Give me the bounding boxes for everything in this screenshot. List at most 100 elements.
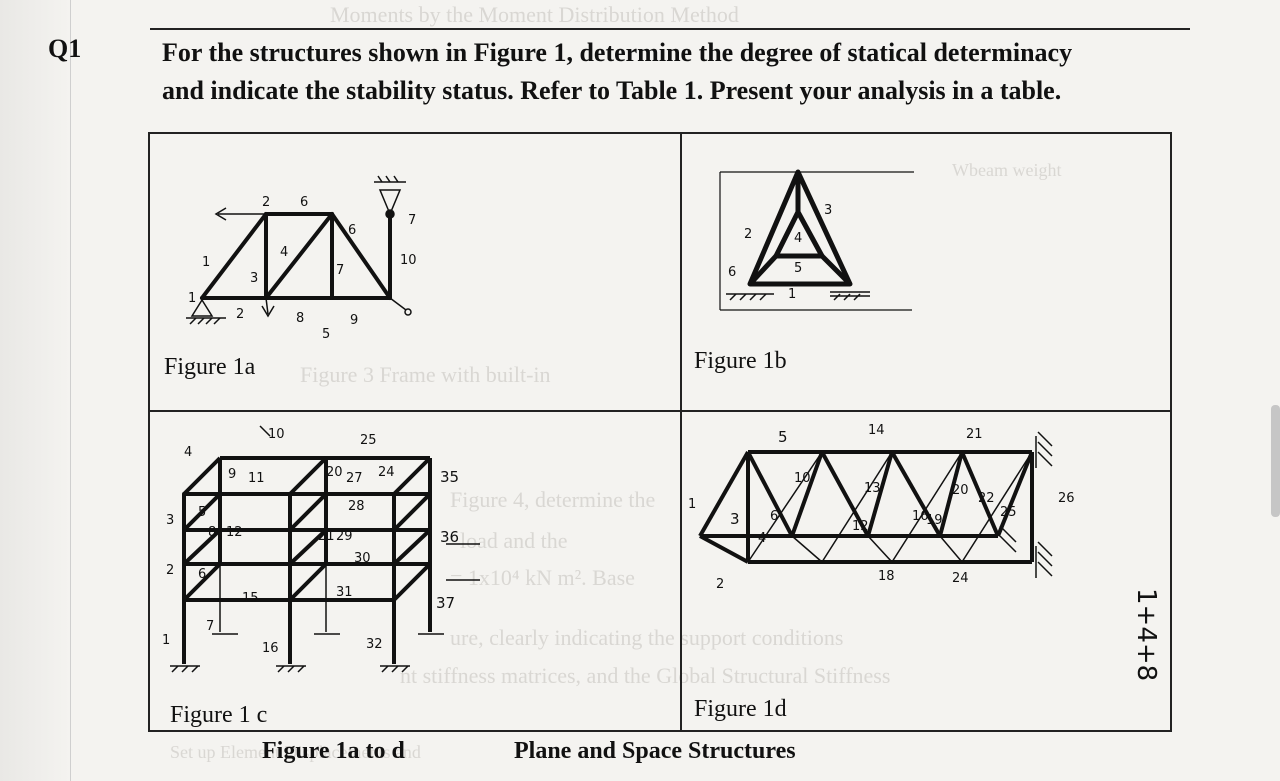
scrollbar-thumb[interactable] — [1271, 405, 1280, 517]
fig1a-number-2: 2 — [236, 307, 244, 322]
fig1d-number-24: 24 — [952, 571, 969, 586]
figure-1c-label: Figure 1 c — [170, 702, 268, 728]
fig1c-number-12: 12 — [226, 525, 243, 540]
fig1a-number-1: 1 — [202, 255, 210, 270]
fig1d-number-10: 10 — [794, 471, 811, 486]
fig1c-number-21: 21 — [318, 529, 335, 544]
fig1c-number-16: 16 — [262, 641, 279, 656]
margin-line — [70, 0, 71, 781]
figure-1a-cell: 1 2 3 4 5 6 7 8 9 10 1 2 6 7 Figure 1a — [150, 134, 680, 410]
fig1c-number-31: 31 — [336, 585, 353, 600]
fig1d-number-2: 2 — [716, 577, 724, 592]
fig1c-number-2: 2 — [166, 563, 174, 578]
fig1c-number-28: 28 — [348, 499, 365, 514]
fig1c-number-7: 7 — [206, 619, 214, 634]
fig1c-number-10: 10 — [268, 427, 285, 442]
fig1b-number-6: 6 — [728, 265, 736, 280]
fig1a-node-1: 1 — [188, 291, 196, 306]
figure-1d-space-truss: 1 2 3 4 5 6 10 12 13 14 16 18 19 20 21 2… — [688, 423, 1075, 592]
figure-1a-label: Figure 1a — [164, 354, 256, 380]
fig1d-number-12: 12 — [852, 519, 869, 534]
fig1d-number-18: 18 — [878, 569, 895, 584]
fig1b-number-3: 3 — [824, 203, 832, 218]
figure-1b-label: Figure 1b — [694, 348, 787, 374]
side-note-text: 1+4+8 — [1131, 588, 1161, 681]
fig1a-number-4: 4 — [280, 245, 288, 260]
fig1d-number-1: 1 — [688, 497, 696, 512]
page-shadow-edge — [0, 0, 70, 781]
fig1c-number-25: 25 — [360, 433, 377, 448]
figure-1b-cell: 1 2 3 4 5 6 Figure 1b — [682, 134, 1172, 410]
fig1c-number-35: 35 — [440, 468, 459, 486]
show-through-text-a: load and the — [460, 528, 568, 553]
show-through-text-c: ure, clearly indicating the support cond… — [450, 625, 844, 650]
fig1d-number-3: 3 — [730, 510, 740, 528]
fig1d-number-20: 20 — [952, 483, 969, 498]
fig1c-number-37: 37 — [436, 594, 455, 612]
figure-caption-number: Figure 1a to d — [262, 738, 405, 764]
fig1d-number-6: 6 — [770, 509, 778, 524]
fig1b-number-2: 2 — [744, 227, 752, 242]
fig1c-number-27: 27 — [346, 471, 363, 486]
handwritten-side-note: 1+4+8 — [1098, 588, 1218, 728]
fig1c-number-8: 8 — [208, 525, 216, 540]
fig1d-number-5: 5 — [778, 428, 788, 446]
figure-caption-title: Plane and Space Structures — [514, 738, 796, 764]
fig1d-number-19: 19 — [926, 513, 943, 528]
fig1a-node-6: 6 — [300, 195, 308, 210]
fig1a-number-10: 10 — [400, 253, 417, 268]
fig1c-number-24: 24 — [378, 465, 395, 480]
fig1d-number-13: 13 — [864, 481, 881, 496]
show-through-text-b: = 1x10⁴ kN m². Base — [450, 565, 635, 590]
fig1a-number-3: 3 — [250, 271, 258, 286]
question-line-1: For the structures shown in Figure 1, de… — [162, 38, 1073, 67]
show-through-text-wb: Wbeam weight — [952, 160, 1062, 180]
fig1a-number-9: 9 — [350, 313, 358, 328]
fig1a-number-7: 7 — [336, 263, 344, 278]
show-through-text-d: nt stiffness matrices, and the Global St… — [400, 663, 891, 688]
fig1c-number-15: 15 — [242, 591, 259, 606]
figure-1b-truss: 1 2 3 4 5 6 — [719, 169, 914, 311]
show-through-text-e: Set up Element Displacements and — [170, 742, 421, 762]
fig1c-number-20: 20 — [326, 465, 343, 480]
fig1d-number-21: 21 — [966, 427, 983, 442]
fig1c-number-1: 1 — [162, 633, 170, 648]
fig1c-number-32: 32 — [366, 637, 383, 652]
fig1c-number-11: 11 — [248, 471, 265, 486]
question-line-2: and indicate the stability status. Refer… — [162, 76, 1062, 105]
fig1a-number-8: 8 — [296, 311, 304, 326]
table-horizontal-divider — [150, 410, 1170, 412]
question-number: Q1 — [48, 34, 82, 63]
fig1d-number-4: 4 — [758, 531, 766, 546]
figure-1a-truss: 1 2 3 4 5 6 7 8 9 10 1 2 6 7 — [186, 175, 417, 342]
show-through-text-q4: Figure 4, determine the — [450, 487, 656, 512]
figure-1c-cell: 1 2 3 4 5 6 7 8 9 10 11 12 15 16 20 21 2… — [150, 412, 680, 732]
fig1d-number-26: 26 — [1058, 491, 1075, 506]
figure-1d-cell: 1 2 3 4 5 6 10 12 13 14 16 18 19 20 21 2… — [682, 412, 1172, 732]
fig1b-number-4: 4 — [794, 231, 802, 246]
fig1c-number-5: 5 — [198, 505, 206, 520]
show-through-text-fig3: Figure 3 Frame with built-in — [300, 362, 551, 387]
fig1d-number-16: 16 — [912, 509, 929, 524]
fig1c-number-4: 4 — [184, 445, 192, 460]
fig1c-number-36: 36 — [440, 528, 459, 546]
figure-1c-space-frame: 1 2 3 4 5 6 7 8 9 10 11 12 15 16 20 21 2… — [162, 425, 480, 673]
fig1d-number-25: 25 — [1000, 505, 1017, 520]
fig1c-number-29: 29 — [336, 529, 353, 544]
question-text: For the structures shown in Figure 1, de… — [162, 34, 1192, 110]
fig1d-number-14: 14 — [868, 423, 885, 438]
fig1b-number-1: 1 — [788, 287, 796, 302]
table-vertical-divider — [680, 134, 682, 730]
fig1c-number-30: 30 — [354, 551, 371, 566]
fig1a-number-6: 6 — [348, 223, 356, 238]
show-through-text-top: Moments by the Moment Distribution Metho… — [330, 2, 739, 27]
fig1c-number-3: 3 — [166, 513, 174, 528]
fig1a-number-5: 5 — [322, 327, 330, 342]
fig1d-number-22: 22 — [978, 491, 995, 506]
fig1a-node-7: 7 — [408, 213, 416, 228]
figure-1d-label: Figure 1d — [694, 696, 787, 722]
fig1a-node-2: 2 — [262, 195, 270, 210]
fig1b-number-5: 5 — [794, 261, 802, 276]
top-rule — [150, 28, 1190, 30]
fig1c-number-9: 9 — [228, 467, 236, 482]
